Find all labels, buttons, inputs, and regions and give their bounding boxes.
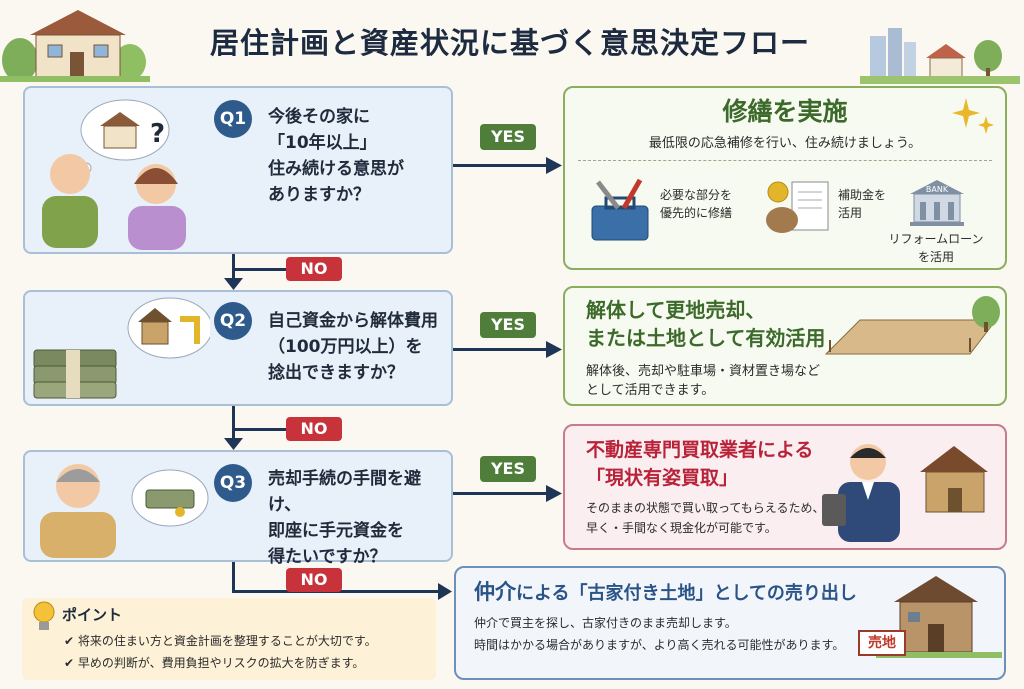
q2-question: 自己資金から解体費用（100万円以上）を捻出できますか？ — [268, 311, 438, 383]
q3-no-connector — [232, 562, 235, 592]
point-list: ✔ 将来の住まい方と資金計画を整理することが大切です。 ✔ 早めの判断が、費用負… — [64, 630, 377, 674]
worried-couple-illustration: ? — [42, 99, 186, 250]
q1-no-connector — [232, 254, 235, 280]
old-house-illustration — [876, 576, 1002, 658]
q1-no-branch — [232, 268, 286, 271]
arrow-right-icon — [546, 485, 562, 502]
q1-yes-connector — [453, 164, 549, 167]
land-for-sale-sign: 売地 — [858, 630, 906, 656]
point-item: ✔ 早めの判断が、費用負担やリスクの拡大を防ぎます。 — [64, 656, 365, 670]
q1-label: Q1 — [214, 100, 252, 138]
point-heading: ポイント — [62, 606, 123, 624]
q3-label: Q3 — [214, 464, 252, 502]
svg-text:?: ? — [150, 119, 165, 149]
q2-label: Q2 — [214, 302, 252, 340]
arrow-right-icon — [438, 583, 452, 600]
answer-buyout-title: 不動産専門買取業者による「現状有姿買取」 — [586, 439, 814, 489]
divider — [578, 160, 992, 161]
q3-yes-connector — [453, 492, 549, 495]
q1-question: 今後その家に「10年以上」住み続ける意思がありますか？ — [268, 107, 404, 205]
repair-item-priority: 必要な部分を優先的に修繕 — [660, 188, 733, 220]
answer-repair-desc: 最低限の応急補修を行い、住み続けましょう。 — [648, 136, 922, 151]
check-icon: ✔ — [64, 656, 78, 670]
answer-buyout-desc: そのままの状態で買い取ってもらえるため、早く・手間なく現金化が可能です。 — [586, 501, 825, 535]
answer-brokerage-desc: 仲介で買主を探し、古家付きのまま売却します。時間はかかる場合がありますが、より高… — [474, 616, 845, 652]
vacant-lot-illustration — [824, 296, 1000, 355]
point-item: ✔ 将来の住まい方と資金計画を整理することが大切です。 — [64, 634, 377, 648]
money-demolition-illustration — [33, 297, 210, 399]
answer-demolish-desc: 解体後、売却や駐車場・資材置き場などとして活用できます。 — [586, 364, 821, 398]
arrow-down-icon — [224, 278, 243, 290]
q1-no-tag: NO — [286, 257, 342, 281]
answer-demolish-title: 解体して更地売却、または土地として有効活用 — [586, 298, 826, 350]
agent-with-calculator-illustration — [822, 444, 988, 542]
arrow-right-icon — [546, 341, 562, 358]
q2-no-branch — [232, 428, 286, 431]
page-title: 居住計画と資産状況に基づく意思決定フロー — [209, 26, 810, 60]
answer-repair-title: 修繕を実施 — [722, 97, 848, 126]
lightbulb-icon — [33, 601, 55, 630]
check-icon: ✔ — [64, 634, 78, 648]
toolbox-icon — [591, 178, 649, 241]
answer-brokerage-title: 仲介による「古家付き土地」としての売り出し — [474, 580, 857, 604]
repair-item-loan: リフォームローンを活用 — [888, 232, 984, 264]
sparkle-icon — [952, 98, 994, 134]
q2-no-connector — [232, 406, 235, 440]
q3-no-tag: NO — [286, 568, 342, 592]
arrow-down-icon — [224, 438, 243, 450]
q2-yes-connector — [453, 348, 549, 351]
subsidy-document-icon — [766, 181, 829, 233]
arrow-right-icon — [546, 157, 562, 174]
q1-yes-tag: YES — [480, 124, 536, 150]
bank-icon: BANK — [910, 180, 964, 226]
point-box — [22, 598, 436, 680]
q2-no-tag: NO — [286, 417, 342, 441]
town-illustration — [860, 28, 1020, 84]
man-thinking-cash-illustration — [40, 464, 209, 558]
repair-item-subsidy: 補助金を活用 — [838, 188, 887, 220]
svg-text:BANK: BANK — [926, 185, 949, 194]
house-illustration — [0, 10, 150, 82]
q3-question: 売却手続の手間を避け、即座に手元資金を得たいですか？ — [268, 469, 421, 567]
q2-yes-tag: YES — [480, 312, 536, 338]
q3-yes-tag: YES — [480, 456, 536, 482]
